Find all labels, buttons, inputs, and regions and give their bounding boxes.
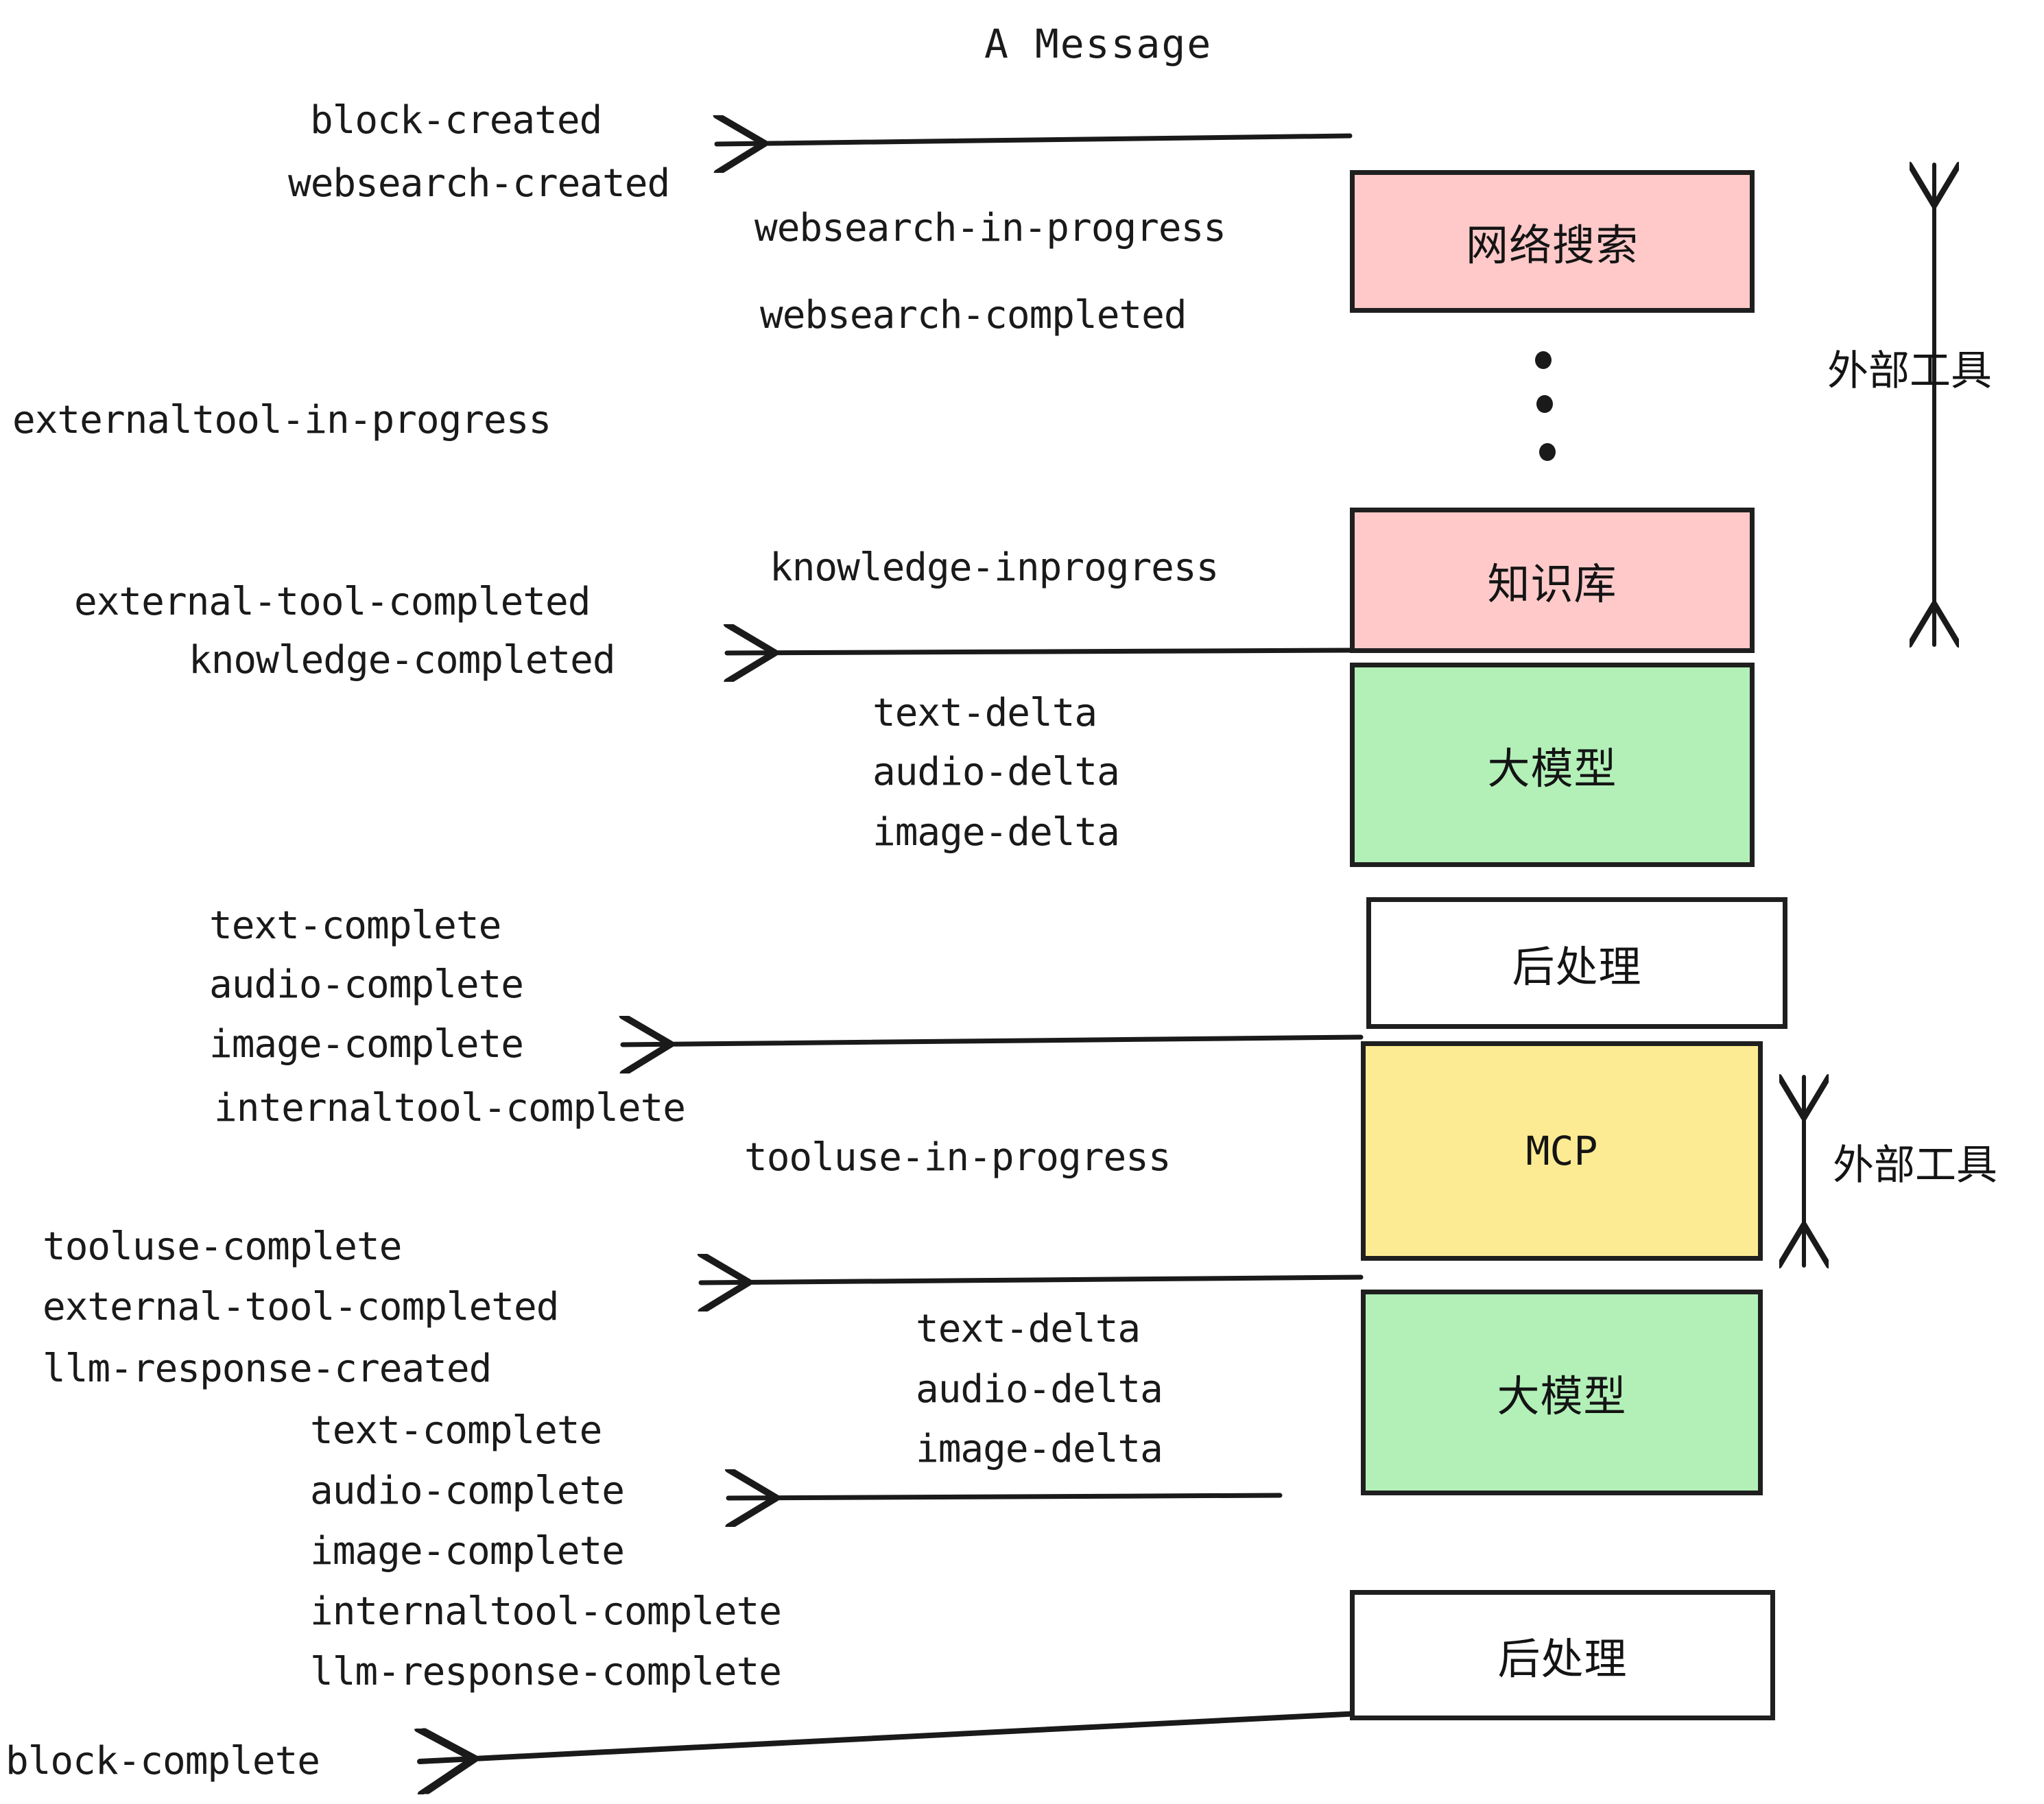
box-mcp-label: MCP <box>1525 1128 1598 1174</box>
ellipsis-dot-2 <box>1536 395 1553 413</box>
box-post-top-label: 后处理 <box>1512 942 1642 992</box>
event-image-delta-1: image-delta <box>872 810 1120 855</box>
external-tool-label-bottom: 外部工具 <box>1833 1141 1997 1189</box>
event-websearch-completed: websearch-completed <box>760 293 1187 337</box>
external-tool-label-top: 外部工具 <box>1827 347 1992 395</box>
arrow-post-to-blockcomplete <box>420 1711 1362 1761</box>
event-audio-delta-1: audio-delta <box>872 750 1120 794</box>
event-knowledge-inprogress: knowledge-inprogress <box>770 545 1219 590</box>
box-post-bottom[interactable]: 后处理 <box>1350 1590 1775 1720</box>
event-internaltool-complete-2: internaltool-complete <box>310 1589 782 1634</box>
event-external-tool-completed-1: external-tool-completed <box>74 580 591 624</box>
box-knowledge-label: 知识库 <box>1487 559 1617 609</box>
diagram-title: A Message <box>984 21 1213 67</box>
box-websearch-label: 网络搜索 <box>1465 220 1639 270</box>
box-llm-bottom[interactable]: 大模型 <box>1361 1290 1763 1495</box>
arrow-mcp-to-imagecomplete <box>623 1037 1364 1045</box>
box-websearch[interactable]: 网络搜索 <box>1350 170 1755 313</box>
box-llm-top[interactable]: 大模型 <box>1350 663 1755 867</box>
event-externaltool-in-progress: externaltool-in-progress <box>12 398 551 442</box>
event-llm-response-created: llm-response-created <box>43 1346 492 1391</box>
event-text-delta-1: text-delta <box>872 691 1097 735</box>
event-text-complete-1: text-complete <box>209 903 501 948</box>
event-text-complete-2: text-complete <box>310 1408 602 1453</box>
event-tooluse-in-progress: tooluse-in-progress <box>744 1135 1172 1180</box>
ellipsis-dot-3 <box>1539 443 1556 461</box>
box-post-bottom-label: 后处理 <box>1497 1634 1628 1684</box>
event-image-complete-2: image-complete <box>310 1529 625 1574</box>
event-tooluse-complete: tooluse-complete <box>43 1224 402 1269</box>
event-image-delta-2: image-delta <box>916 1427 1163 1471</box>
event-audio-complete-2: audio-complete <box>310 1469 625 1513</box>
event-audio-complete-1: audio-complete <box>209 962 524 1007</box>
arrow-mcp-to-tooluse-complete <box>701 1277 1364 1283</box>
event-websearch-created: websearch-created <box>288 161 670 206</box>
arrow-knowledge-to-knowledgecompleted <box>727 650 1353 653</box>
event-block-complete: block-complete <box>5 1739 320 1783</box>
event-knowledge-completed: knowledge-completed <box>189 638 616 683</box>
event-audio-delta-2: audio-delta <box>916 1367 1163 1412</box>
event-external-tool-completed-2: external-tool-completed <box>43 1285 559 1329</box>
event-block-created: block-created <box>310 98 602 143</box>
event-text-delta-2: text-delta <box>916 1307 1141 1351</box>
event-image-complete-1: image-complete <box>209 1022 524 1067</box>
box-llm-top-label: 大模型 <box>1487 744 1617 794</box>
event-llm-response-complete: llm-response-complete <box>310 1650 782 1694</box>
box-knowledge[interactable]: 知识库 <box>1350 508 1755 653</box>
box-post-top[interactable]: 后处理 <box>1366 897 1787 1029</box>
box-mcp[interactable]: MCP <box>1361 1041 1763 1261</box>
event-internaltool-complete-1: internaltool-complete <box>214 1086 686 1130</box>
arrow-llm-to-audiocomplete <box>728 1495 1283 1498</box>
ellipsis-dot-1 <box>1535 351 1552 369</box>
arrow-websearch-to-blockcreated <box>717 136 1353 144</box>
box-llm-bottom-label: 大模型 <box>1497 1371 1627 1421</box>
event-websearch-in-progress: websearch-in-progress <box>754 206 1226 250</box>
